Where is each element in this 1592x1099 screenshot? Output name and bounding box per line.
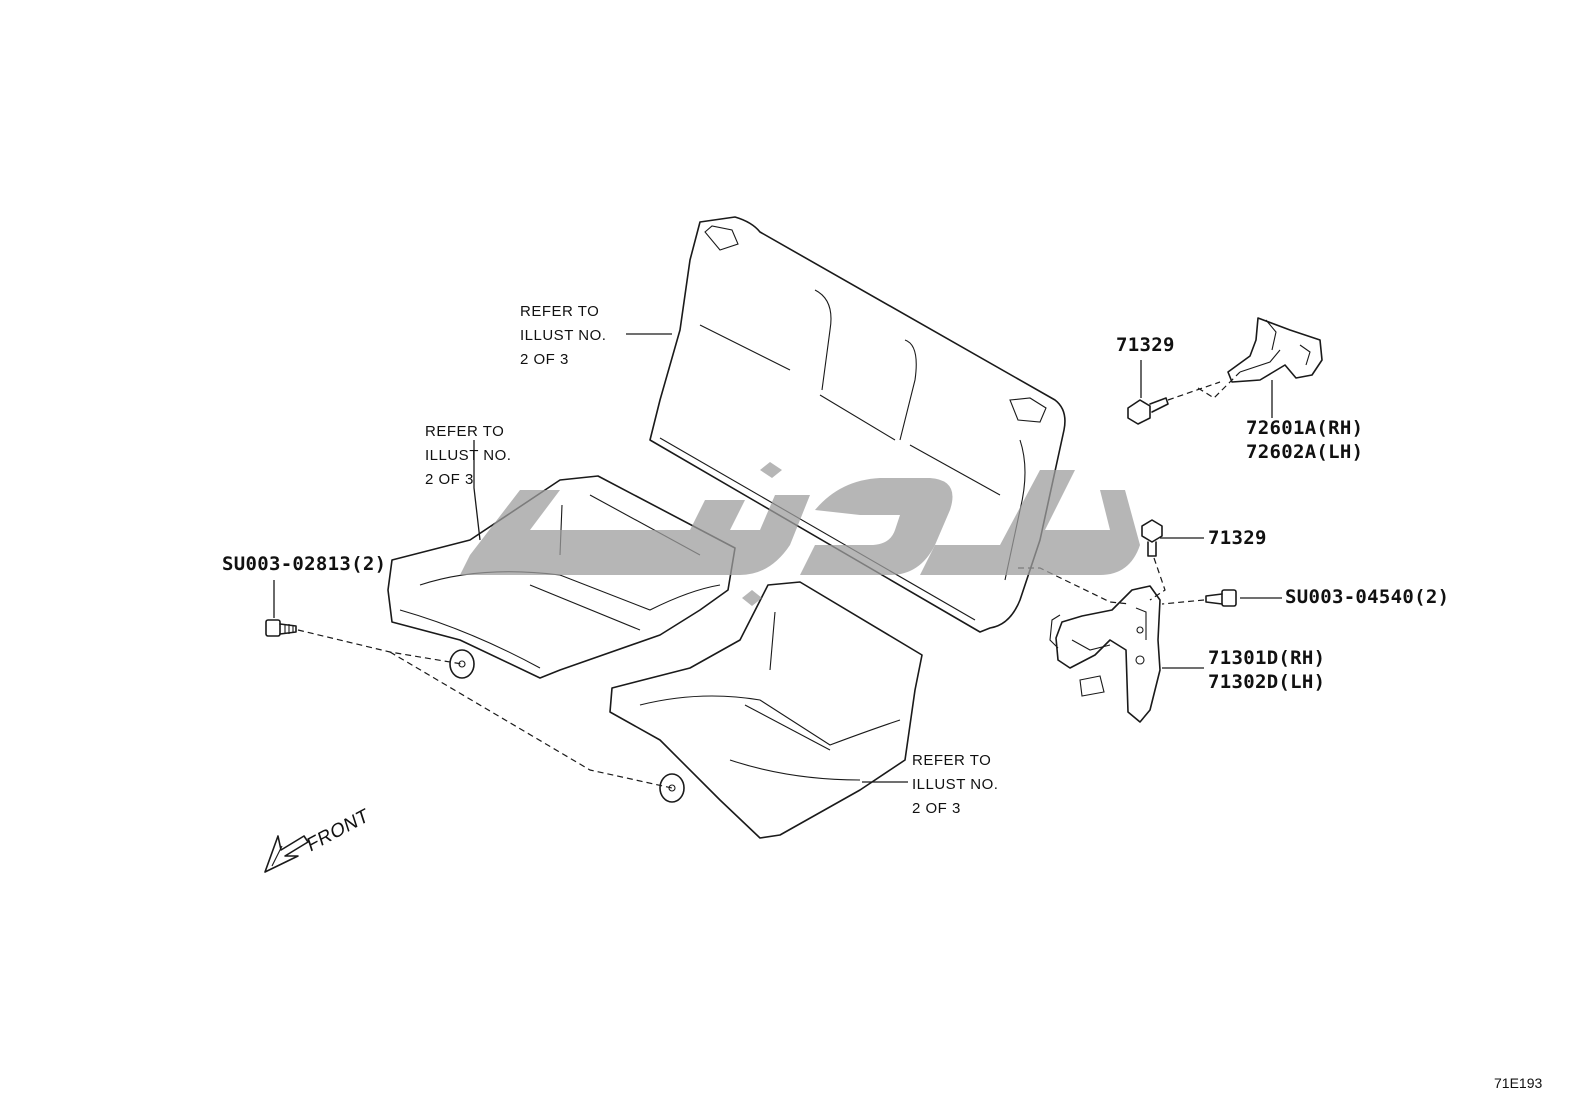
bolt-top[interactable] xyxy=(1127,397,1169,425)
refer-line-1: REFER TO xyxy=(520,303,599,320)
label-hinge-rh[interactable]: 71301D(RH) xyxy=(1208,647,1325,669)
front-arrow-icon xyxy=(264,835,309,873)
watermark-logo xyxy=(460,462,1140,606)
refer-line-2: ILLUST NO. xyxy=(425,447,511,464)
bolt-left[interactable] xyxy=(265,619,297,637)
bolt-right[interactable] xyxy=(1205,589,1237,607)
label-hinge-lh[interactable]: 71302D(LH) xyxy=(1208,671,1325,693)
striker-bracket[interactable] xyxy=(1227,317,1323,383)
hinge-assembly[interactable] xyxy=(1049,585,1161,723)
refer-line-1: REFER TO xyxy=(912,752,991,769)
refer-cushion-left: REFER TO ILLUST NO. 2 OF 3 xyxy=(425,423,511,488)
label-striker-lh[interactable]: 72602A(LH) xyxy=(1246,441,1363,463)
refer-line-3: 2 OF 3 xyxy=(912,800,961,817)
bolt-mid[interactable] xyxy=(1141,519,1163,557)
refer-cushion-right: REFER TO ILLUST NO. 2 OF 3 xyxy=(912,752,998,817)
seat-cushion-right[interactable] xyxy=(609,581,923,839)
label-striker-rh[interactable]: 72601A(RH) xyxy=(1246,417,1363,439)
label-bolt-top[interactable]: 71329 xyxy=(1116,334,1175,356)
refer-line-2: ILLUST NO. xyxy=(912,776,998,793)
illustration-code: 71E193 xyxy=(1494,1075,1542,1091)
label-bolt-left[interactable]: SU003-02813(2) xyxy=(222,553,386,575)
floor-nut-upper[interactable] xyxy=(449,649,475,679)
refer-line-1: REFER TO xyxy=(425,423,504,440)
refer-line-2: ILLUST NO. xyxy=(520,327,606,344)
label-bolt-right[interactable]: SU003-04540(2) xyxy=(1285,586,1449,608)
floor-nut-lower[interactable] xyxy=(659,773,685,803)
refer-line-3: 2 OF 3 xyxy=(520,351,569,368)
label-bolt-mid[interactable]: 71329 xyxy=(1208,527,1267,549)
refer-backrest: REFER TO ILLUST NO. 2 OF 3 xyxy=(520,303,606,368)
front-label: FRONT xyxy=(305,805,371,857)
seat-cushion-left[interactable] xyxy=(387,475,736,679)
refer-line-3: 2 OF 3 xyxy=(425,471,474,488)
